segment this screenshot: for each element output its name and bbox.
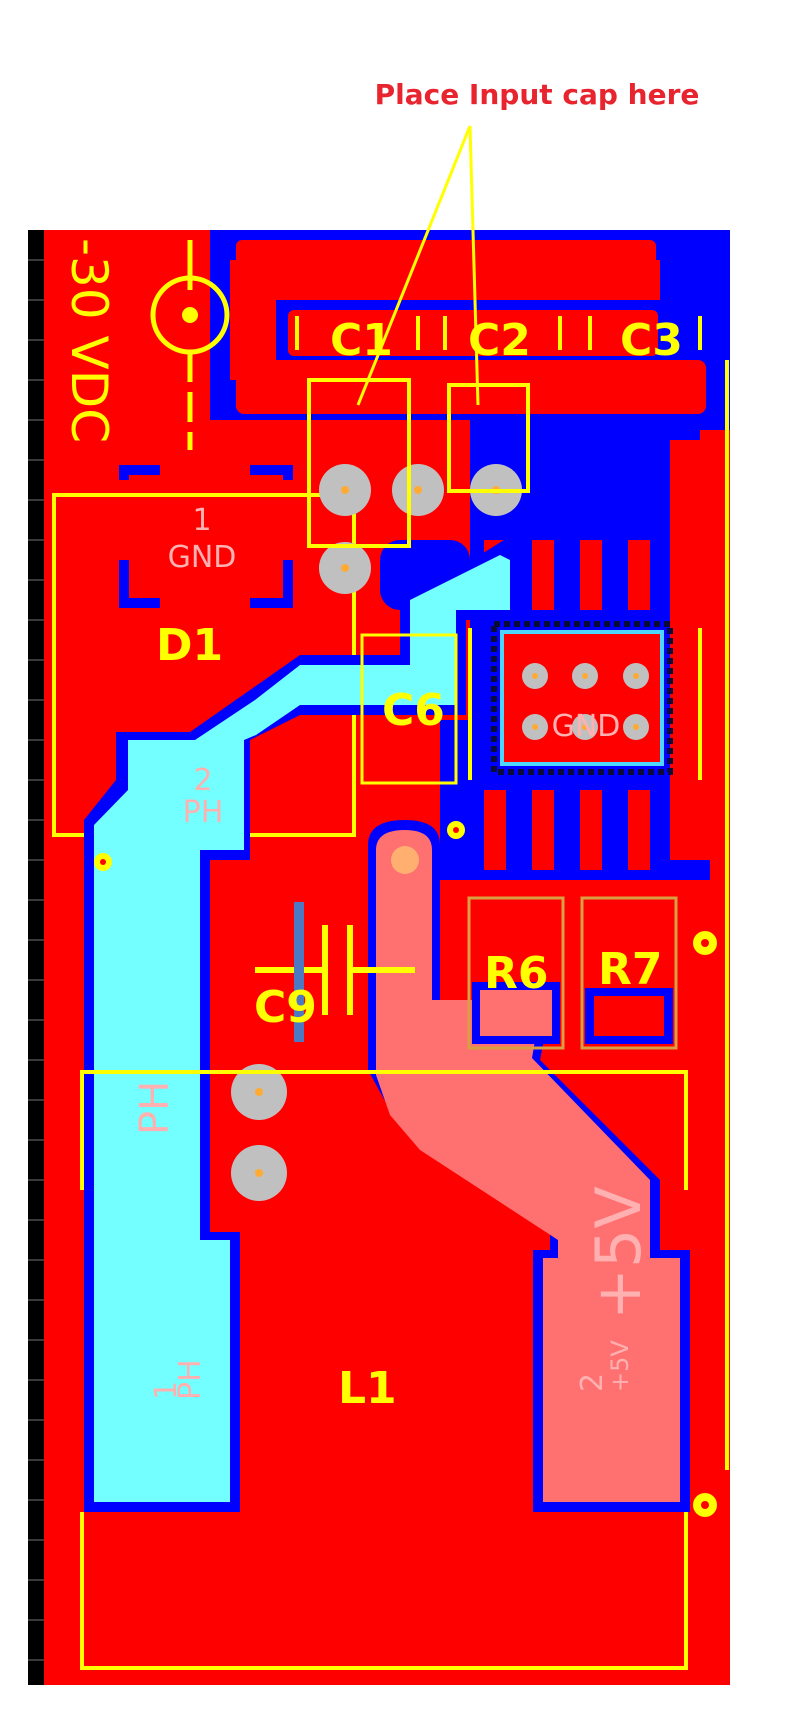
ic-pad-net-label: GND — [552, 709, 621, 744]
l1-out-net-label: +5V — [582, 1186, 655, 1320]
l1-pad1-net: PH — [173, 1359, 208, 1400]
d1-pad1-net: GND — [168, 540, 237, 575]
c1-footprint — [307, 378, 411, 548]
l1-pad2-num: 2 — [575, 1373, 610, 1392]
cap-silk-ticks — [295, 316, 702, 350]
c6-footprint — [360, 633, 458, 785]
r7-pad-red — [594, 996, 664, 1036]
ic-body-outline — [491, 621, 673, 775]
ic-thermal-via-centers — [532, 673, 639, 730]
c9-symbol — [255, 925, 415, 1015]
ph-trace-net-label: PH — [132, 1081, 178, 1135]
ic-thermal-pad — [500, 630, 664, 766]
designator-d1: D1 — [156, 620, 223, 671]
designator-r6: R6 — [484, 948, 549, 999]
designator-l1: L1 — [338, 1363, 397, 1414]
r6-pad-red — [480, 990, 552, 1036]
out-net-copper — [376, 830, 680, 1502]
c9-pad-left — [294, 902, 304, 1042]
designator-c9: C9 — [254, 982, 317, 1033]
d1-pad1-clearance — [119, 465, 293, 608]
copper-islands-top — [236, 240, 706, 414]
l1-pad1-num: 1 — [149, 1381, 184, 1400]
designator-c3: C3 — [620, 315, 683, 366]
designator-r7: R7 — [598, 944, 663, 995]
callout-arrows — [356, 125, 480, 406]
c2-footprint — [447, 383, 530, 493]
callout-text: Place Input cap here — [375, 78, 700, 111]
fiducial-markers — [94, 821, 717, 1517]
l1-silk-outline-bottom — [80, 1512, 688, 1670]
out-net-via — [391, 846, 419, 874]
d1-pad2-num: 2 — [193, 763, 212, 798]
ic-pin-pours — [484, 440, 710, 870]
r7-footprint — [580, 896, 678, 1050]
board-edge-ticks — [28, 259, 44, 1661]
ph-net-copper — [94, 555, 510, 1502]
designator-c6: C6 — [382, 685, 445, 736]
r6-footprint — [467, 896, 565, 1050]
designator-c2: C2 — [468, 315, 531, 366]
d1-pad2-net: PH — [183, 795, 224, 830]
voltage-silk-label: -30 VDC — [60, 238, 118, 443]
l1-pad2-net: +5V — [606, 1340, 634, 1392]
d1-pad1-num: 1 — [192, 503, 211, 538]
connector-center — [182, 307, 198, 323]
l1-silk-outline — [80, 1070, 688, 1190]
